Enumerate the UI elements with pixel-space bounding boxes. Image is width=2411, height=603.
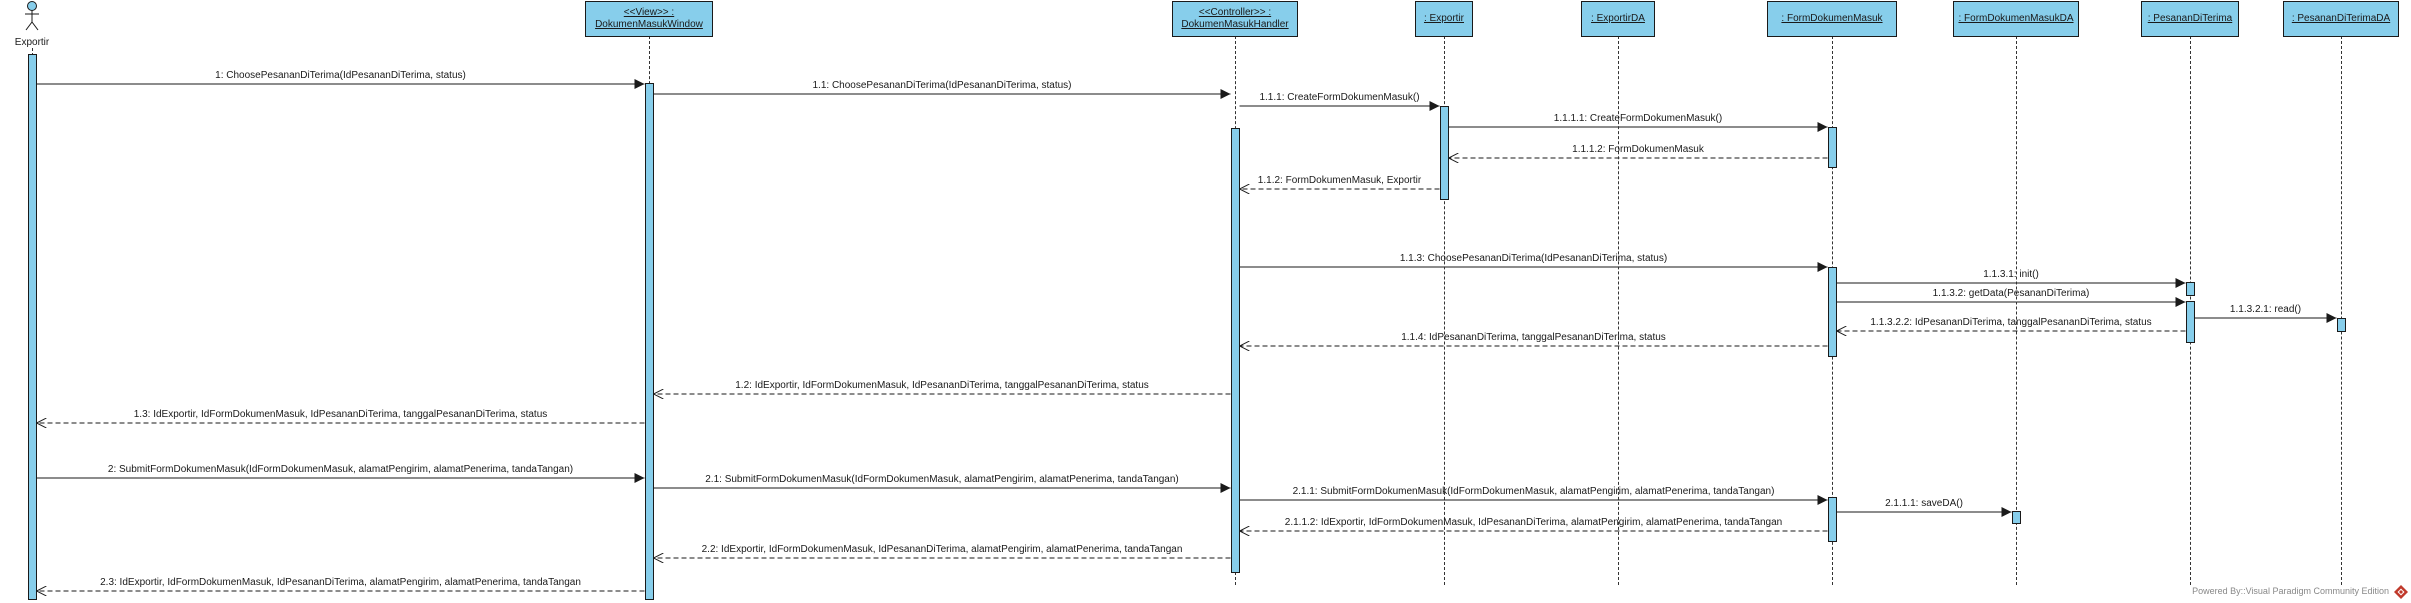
message-label: 1.1.3.2.1: read(): [2229, 304, 2302, 315]
lifeline-header-line: : FormDokumenMasuk: [1781, 13, 1883, 24]
lifeline-header-line: : ExportirDA: [1591, 13, 1645, 24]
lifeline-header-line: : FormDokumenMasukDA: [1958, 13, 2074, 24]
message-label: 1.1.2: FormDokumenMasuk, Exportir: [1257, 175, 1422, 186]
lifeline-header-line: <<View>> :: [623, 7, 675, 18]
activation-bar-formdok-3: [1827, 497, 1837, 542]
lifeline-header-line: : PesananDiTerima: [2147, 13, 2233, 24]
message-label: 1.1.3.1: init(): [1983, 269, 2039, 280]
activation-bar-pesanan-2: [2185, 301, 2195, 343]
activation-bar-window: [644, 83, 654, 600]
activation-bar-formdok-1: [1827, 127, 1837, 168]
lifeline-header-line: : Exportir: [1423, 13, 1464, 24]
message-label: 1.2: IdExportir, IdFormDokumenMasuk, IdP…: [735, 380, 1149, 391]
activation-bar-exportir: [1439, 106, 1449, 200]
message-label: 2.2: IdExportir, IdFormDokumenMasuk, IdP…: [701, 544, 1183, 555]
message-label: 1: ChoosePesananDiTerima(IdPesananDiTeri…: [215, 70, 466, 81]
activation-bar-formdokda: [2011, 511, 2021, 524]
lifeline-header-pesananda: : PesananDiTerimaDA: [2283, 1, 2399, 37]
lifeline-pesananda: [2341, 36, 2342, 585]
lifeline-header-line: DokumenMasukWindow: [595, 19, 703, 30]
message-label: 1.1.4: IdPesananDiTerima, tanggalPesanan…: [1401, 332, 1666, 343]
activation-bar-formdok-2: [1827, 267, 1837, 357]
lifeline-header-line: <<Controller>> :: [1198, 7, 1272, 18]
lifeline-exportir: [1444, 36, 1445, 585]
visual-paradigm-logo-icon: [2394, 585, 2408, 599]
lifeline-formdokda: [2016, 36, 2017, 585]
message-label: 1.1.3.2.2: IdPesananDiTerima, tanggalPes…: [1870, 317, 2152, 328]
footer-credit: Powered By::Visual Paradigm Community Ed…: [2192, 586, 2389, 596]
lifeline-header-exportirda: : ExportirDA: [1581, 1, 1655, 37]
message-label: 2.1.1.2: IdExportir, IdFormDokumenMasuk,…: [1284, 517, 1783, 528]
message-label: 2.1.1.1: saveDA(): [1885, 498, 1963, 509]
lifeline-header-line: DokumenMasukHandler: [1181, 19, 1289, 30]
message-label: 1.3: IdExportir, IdFormDokumenMasuk, IdP…: [133, 409, 548, 420]
message-label: 1.1: ChoosePesananDiTerima(IdPesananDiTe…: [812, 80, 1072, 91]
lifeline-exportirda: [1618, 36, 1619, 585]
message-label: 2.1: SubmitFormDokumenMasuk(IdFormDokume…: [705, 474, 1179, 485]
activation-bar-actor: [27, 54, 37, 600]
actor-name: Exportir: [14, 37, 50, 48]
message-label: 1.1.3: ChoosePesananDiTerima(IdPesananDi…: [1399, 253, 1668, 264]
message-label: 1.1.1.1: CreateFormDokumenMasuk(): [1553, 113, 1723, 124]
activation-bar-pesanan-1: [2185, 282, 2195, 296]
message-label: 1.1.1: CreateFormDokumenMasuk(): [1259, 92, 1420, 103]
actor-stick-figure-icon: [25, 1, 39, 31]
message-label: 2.3: IdExportir, IdFormDokumenMasuk, IdP…: [100, 577, 581, 588]
lifeline-header-line: : PesananDiTerimaDA: [2291, 13, 2391, 24]
lifeline-header-formdokda: : FormDokumenMasukDA: [1953, 1, 2079, 37]
lifeline-header-pesanan: : PesananDiTerima: [2141, 1, 2239, 37]
lifeline-header-handler: <<Controller>> :DokumenMasukHandler: [1172, 1, 1298, 37]
lifeline-header-window: <<View>> :DokumenMasukWindow: [585, 1, 713, 37]
message-label: 1.1.1.2: FormDokumenMasuk: [1572, 144, 1704, 155]
activation-bar-handler: [1230, 128, 1240, 573]
activation-bar-pesananda: [2336, 318, 2346, 332]
lifeline-header-exportir: : Exportir: [1415, 1, 1473, 37]
message-label: 1.1.3.2: getData(PesananDiTerima): [1932, 288, 2090, 299]
message-label: 2: SubmitFormDokumenMasuk(IdFormDokumenM…: [107, 464, 574, 475]
message-label: 2.1.1: SubmitFormDokumenMasuk(IdFormDoku…: [1292, 486, 1775, 497]
lifeline-header-formdok: : FormDokumenMasuk: [1767, 1, 1897, 37]
